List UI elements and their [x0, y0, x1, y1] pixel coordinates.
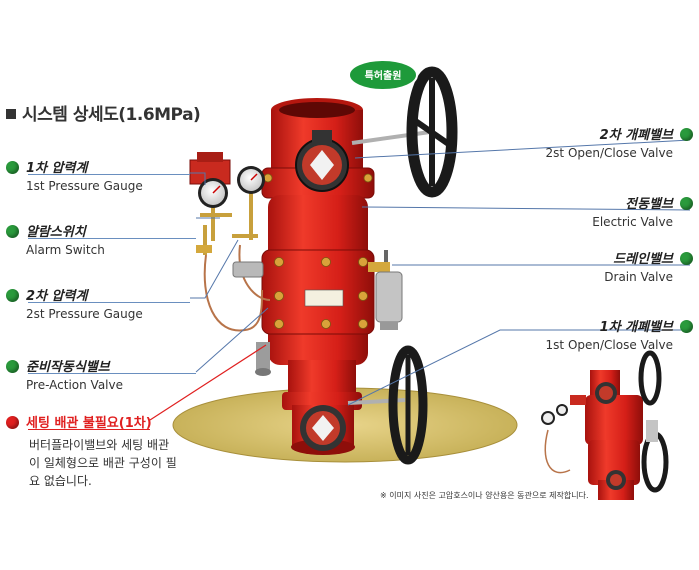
inset-photo: [541, 350, 669, 500]
bullet-icon: [680, 320, 693, 333]
bullet-icon: [6, 416, 19, 429]
label-no-setting-pipe: 세팅 배관 불필요(1차): [6, 412, 152, 431]
nameplate: [304, 289, 344, 307]
label-drain-valve: 드레인밸브 Drain Valve: [604, 248, 693, 284]
label-2nd-open-close-valve: 2차 개폐밸브 2st Open/Close Valve: [546, 124, 693, 160]
page-title: 시스템 상세도(1.6MPa): [6, 100, 201, 125]
patent-badge: 특허출원: [364, 71, 402, 82]
drain-valve-art: [368, 250, 403, 330]
pressure-gauges: [198, 166, 265, 241]
copper-tubes: [203, 244, 271, 332]
bullet-icon: [680, 128, 693, 141]
label-2nd-pressure-gauge: 2차 압력계 2st Pressure Gauge: [6, 285, 143, 321]
bullet-icon: [6, 161, 19, 174]
label-pre-action-valve: 준비작동식밸브 Pre-Action Valve: [6, 356, 123, 392]
bullet-icon: [6, 225, 19, 238]
image-caption: ※ 이미지 사진은 고압호스이나 양산용은 동관으로 제작합니다.: [380, 491, 589, 500]
label-1st-open-close-valve: 1차 개폐밸브 1st Open/Close Valve: [546, 316, 693, 352]
cover-bolts: [263, 173, 373, 329]
patent-badge-shape: [348, 59, 418, 91]
bullet-icon: [680, 197, 693, 210]
leader-lines: [190, 139, 691, 406]
label-electric-valve: 전동밸브 Electric Valve: [592, 193, 693, 229]
bullet-icon: [6, 360, 19, 373]
label-alarm-switch: 알람스위치 Alarm Switch: [6, 221, 105, 257]
label-1st-pressure-gauge: 1차 압력계 1st Pressure Gauge: [6, 157, 143, 193]
lower-handwheel: [347, 345, 428, 465]
red-leader-line: [149, 344, 267, 421]
note-text: 버터플라이밸브와 세팅 배관이 일체형으로 배관 구성이 필요 없습니다.: [29, 438, 177, 488]
upper-handwheel: [351, 66, 458, 198]
bullet-icon: [680, 252, 693, 265]
bullet-icon: [6, 289, 19, 302]
